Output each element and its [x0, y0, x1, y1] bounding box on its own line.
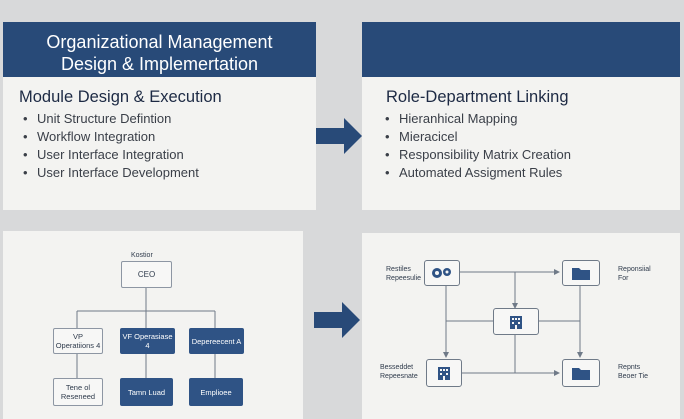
module-design-card: Organizational Management Design & Imple… [3, 22, 316, 210]
bullet-item: User Interface Integration [19, 146, 199, 164]
represents-label: Besseddet Repeesnate [380, 364, 418, 380]
team-node: Tene ol Reseneed [53, 378, 103, 406]
vp-operations-node-2: VF Operasiase 4 [120, 328, 175, 354]
responsible-for-label: Reponsiial For [618, 266, 651, 282]
right-arrow-icon [314, 302, 360, 338]
card-header-title: Organizational Management Design & Imple… [46, 32, 273, 74]
folder-icon [572, 267, 590, 280]
team-lead-node: Tamn Luad [120, 378, 173, 406]
building-node [493, 308, 539, 335]
responsibilities-label: Restiles Repeesulie [386, 266, 422, 282]
mapping-connectors [443, 269, 583, 376]
bullet-list: Hieranhical Mapping Mieracicel Responsib… [381, 110, 571, 182]
org-chart-connectors [76, 288, 216, 378]
folder-icon [572, 367, 590, 380]
building-node-2 [426, 359, 462, 387]
folder-node-2 [562, 359, 600, 387]
bullet-item: Responsibility Matrix Creation [381, 146, 571, 164]
employee-node: Emplioee [189, 378, 243, 406]
reports-label: Repnts Beoer Tie [618, 364, 648, 380]
bullet-list: Unit Structure Defintion Workflow Integr… [19, 110, 199, 182]
ceo-node: CEO [121, 261, 172, 288]
bullet-item: Unit Structure Defintion [19, 110, 199, 128]
folder-node [562, 260, 600, 286]
vp-operations-node: VP Operatiions 4 [53, 328, 103, 354]
bullet-item: Hieranhical Mapping [381, 110, 571, 128]
card-header [362, 22, 680, 77]
building-icon [438, 367, 450, 380]
department-node: Depereecent A [189, 328, 244, 354]
org-chart-card: Kostior CEO VP Operatiions 4 VF Operasia… [3, 231, 303, 419]
card-subtitle: Role-Department Linking [386, 88, 569, 106]
gears-icon [432, 268, 451, 278]
org-chart-top-label: Kostior [131, 252, 153, 259]
gears-node [424, 260, 460, 286]
card-subtitle: Module Design & Execution [19, 88, 222, 106]
building-icon [510, 315, 522, 329]
role-mapping-diagram-card: Restiles Repeesulie Reponsiial For Besse… [362, 233, 680, 419]
role-department-card: Role-Department Linking Hieranhical Mapp… [362, 22, 680, 210]
bullet-item: Mieracicel [381, 128, 571, 146]
bullet-item: Workflow Integration [19, 128, 199, 146]
card-header: Organizational Management Design & Imple… [3, 22, 316, 77]
bullet-item: Automated Assigment Rules [381, 164, 571, 182]
right-arrow-icon [316, 118, 362, 154]
bullet-item: User Interface Development [19, 164, 199, 182]
